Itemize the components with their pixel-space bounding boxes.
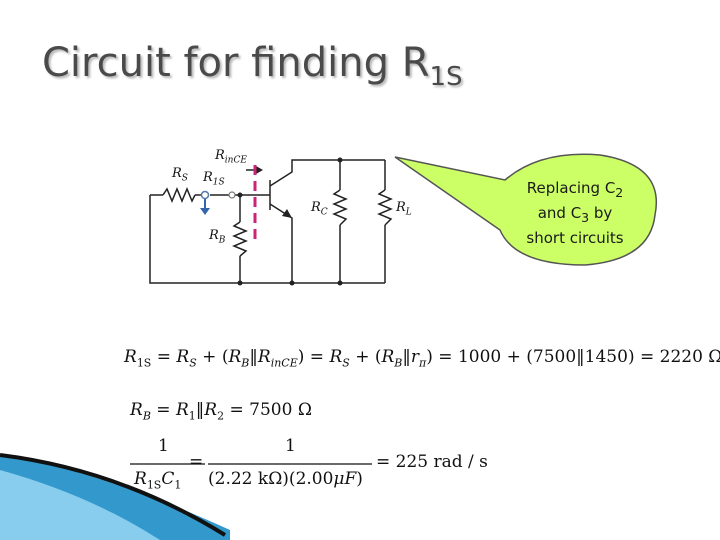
eq3-denominator-2: (2.22 kΩ)(2.00μF) xyxy=(208,469,363,489)
rince-arrow-head xyxy=(256,166,263,174)
transistor-collector xyxy=(269,159,385,187)
emitter-arrow xyxy=(282,209,292,218)
eq3-equals-1: = xyxy=(189,452,204,472)
equation-r1s: R1S = RS + (RB‖RinCE) = RS + (RB‖rπ) = 1… xyxy=(124,347,720,370)
label-rince: RinCE xyxy=(215,148,247,166)
eq3-numerator-2: 1 xyxy=(285,436,296,456)
eq3-denominator-1: R1SC1 xyxy=(134,469,182,492)
callout-text: Replacing C2 and C3 by short circuits xyxy=(526,179,624,247)
r1s-arrow-head xyxy=(200,208,210,215)
label-rs: RS xyxy=(172,166,188,184)
resistor-rs xyxy=(162,187,196,203)
node-gnd-rb xyxy=(237,280,243,286)
resistor-rc xyxy=(332,189,348,226)
node-collector xyxy=(337,157,343,163)
eq3-numerator-1: 1 xyxy=(158,436,169,456)
slide-title: Circuit for finding R1S xyxy=(42,40,463,92)
label-rc: RC xyxy=(311,200,328,218)
equation-rb: RB = R1‖R2 = 7500 Ω xyxy=(130,400,312,423)
eq3-result: = 225 rad / s xyxy=(376,452,488,472)
label-rl: RL xyxy=(396,200,412,218)
decor-wave-dark xyxy=(0,453,227,537)
wire-left xyxy=(149,195,385,284)
label-r1s: R1S xyxy=(203,170,225,188)
node-gnd-rc xyxy=(337,280,343,286)
resistor-rl xyxy=(377,189,393,226)
label-rb: RB xyxy=(209,228,226,246)
decor-wave-light xyxy=(0,470,160,540)
callout-bubble xyxy=(394,153,657,266)
resistor-rb xyxy=(232,221,248,257)
node-gnd-emitter xyxy=(289,280,295,286)
terminal-left xyxy=(200,190,210,200)
node-base xyxy=(237,192,243,198)
terminal-right xyxy=(228,191,236,199)
